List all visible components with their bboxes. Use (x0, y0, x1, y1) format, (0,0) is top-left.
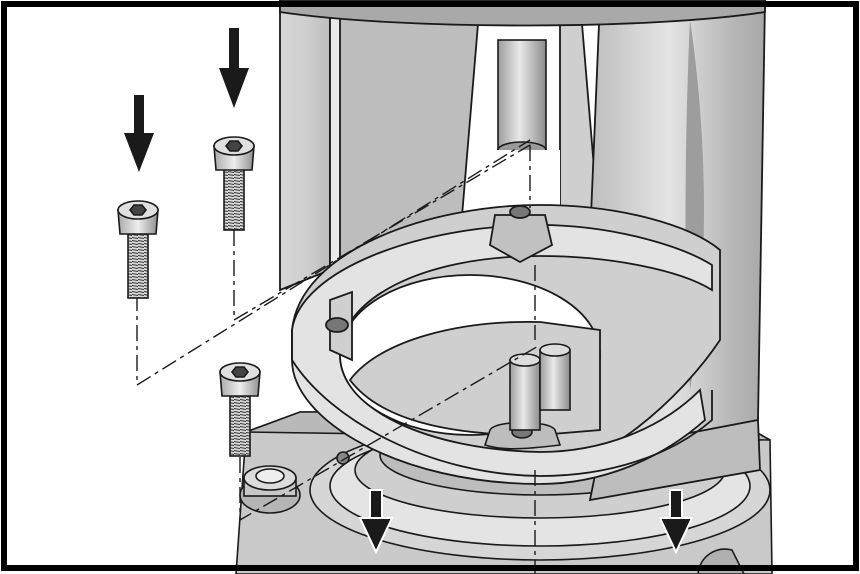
adapter-ring (291, 204, 721, 485)
alignment-pin-lower (483, 343, 571, 450)
down-arrow-4 (658, 489, 694, 555)
alignment-lines (136, 139, 541, 574)
screw-3 (219, 362, 261, 457)
screw-1 (117, 200, 159, 299)
down-arrow-2 (219, 28, 249, 108)
screw-2 (213, 136, 255, 231)
down-arrow-1 (124, 95, 154, 172)
down-arrow-3 (358, 489, 394, 555)
